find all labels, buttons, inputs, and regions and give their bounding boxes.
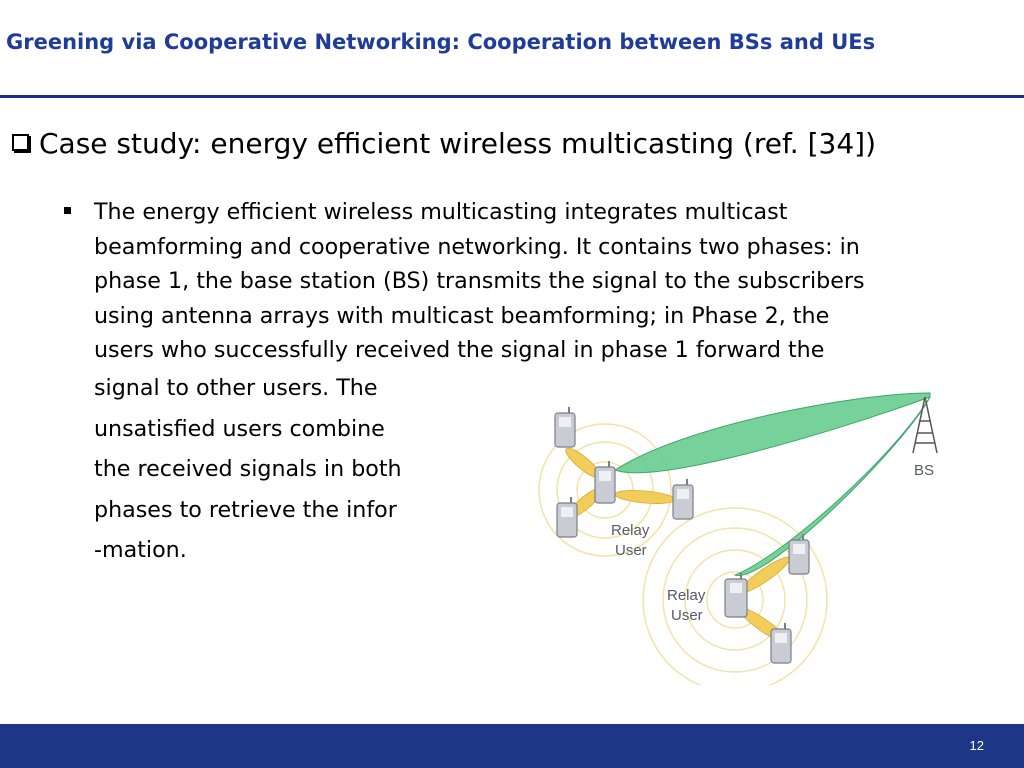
beam-lower [733,396,931,576]
relay-range-rings-lower [642,507,828,685]
square-bullet-icon [64,207,71,214]
phone-screens [559,417,805,643]
beam-upper [613,392,931,474]
case-study-heading-text: Case study: energy efficient wireless mu… [39,127,876,160]
footer-bar [0,724,1024,768]
bullet-paragraph: The energy efficient wireless multicasti… [94,199,865,363]
slide-title: Greening via Cooperative Networking: Coo… [6,30,876,54]
phone-antennas [568,407,804,629]
checkbox-bullet-icon [12,134,29,151]
page-number: 12 [969,738,984,753]
title-divider [0,95,1024,98]
bs-label: BS [914,462,934,479]
bs-tower-icon [912,396,938,454]
relay-user-label-2-line1: Relay [667,587,706,604]
relay-user-label-1-line2: User [615,542,647,559]
relay-range-rings-upper [538,423,672,557]
multicast-diagram: BS Rela [525,385,945,685]
relay-user-label-2-line2: User [671,607,703,624]
bullet-paragraph-continued: signal to other users. The unsatisfied u… [94,375,402,563]
bs-multicast-beams [613,392,931,576]
case-study-heading: Case study: energy efficient wireless mu… [12,126,876,162]
relay-user-label-1-line1: Relay [611,522,650,539]
